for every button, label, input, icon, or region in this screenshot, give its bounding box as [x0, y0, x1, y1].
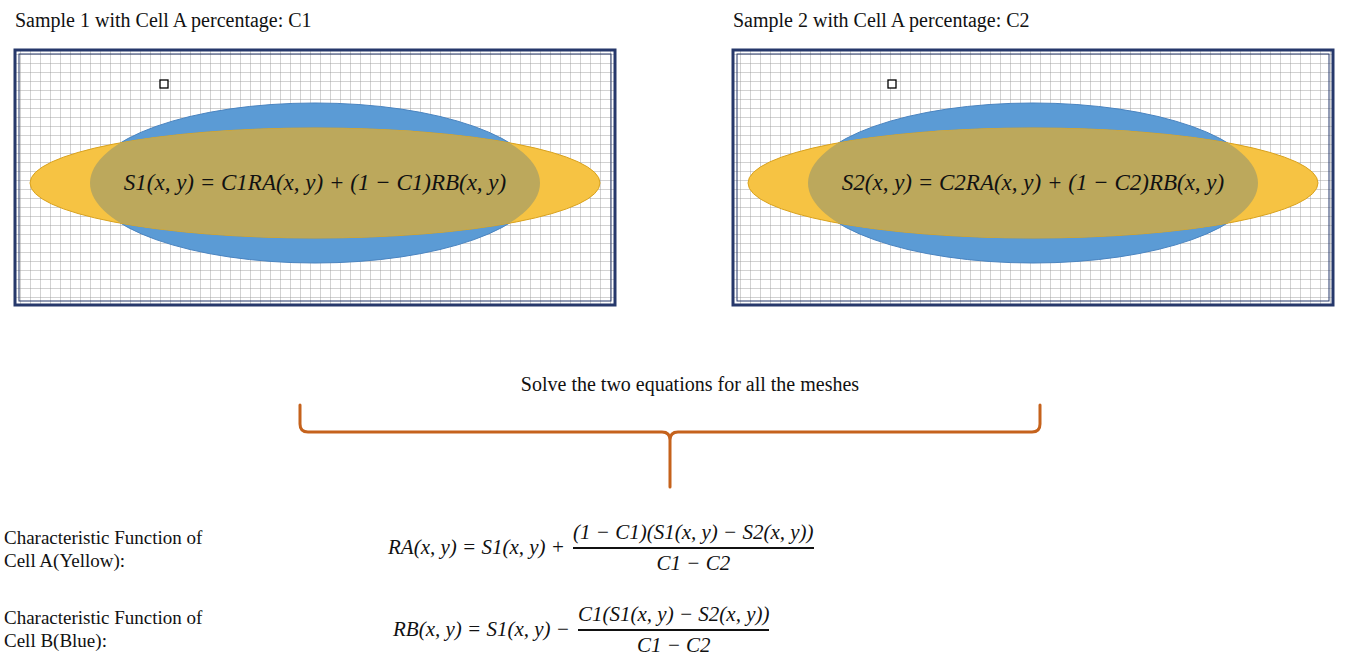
sample-title: Sample 2 with Cell A percentage: C2: [733, 8, 1030, 32]
mesh-cell: [888, 80, 896, 88]
sample-mesh: Sample 2 with Cell A percentage: C2 S2(x,…: [730, 6, 1336, 308]
mesh-frame-inner: [19, 54, 611, 301]
mesh-cell: [160, 80, 168, 88]
fraction-bar: [573, 547, 814, 549]
fraction-numerator: (1 − C1)(S1(x, y) − S2(x, y)): [573, 520, 814, 545]
result-equation: RB(x, y) = S1(x, y) −C1(S1(x, y) − S2(x,…: [393, 602, 773, 658]
cell-a-region: [748, 128, 1318, 238]
result-caption: Characteristic Function of Cell B(Blue):: [4, 607, 226, 653]
mixture-equation: S2(x, y) = C2RA(x, y) + (1 − C2)RB(x, y): [842, 169, 1224, 197]
fraction: C1(S1(x, y) − S2(x, y)) C1 − C2: [574, 602, 773, 658]
mesh-frame: [733, 50, 1333, 305]
fraction-denominator: C1 − C2: [637, 633, 711, 658]
mesh-frame-inner: [737, 54, 1329, 301]
result-equation: RA(x, y) = S1(x, y) +(1 − C1)(S1(x, y) −…: [388, 520, 818, 576]
cell-b-region: [90, 103, 540, 263]
mesh-frame: [15, 50, 615, 305]
bracket: [300, 405, 1040, 487]
overlap-region: [748, 128, 1318, 238]
sample-mesh: Sample 1 with Cell A percentage: C1 S1(x,…: [12, 6, 618, 308]
equation-lhs: RA(x, y) = S1(x, y) +: [388, 535, 565, 560]
equation-lhs: RB(x, y) = S1(x, y) −: [393, 617, 570, 642]
fraction-numerator: C1(S1(x, y) − S2(x, y)): [578, 602, 769, 627]
overlap-region: [30, 128, 600, 238]
cell-a-region: [30, 128, 600, 238]
sample-title: Sample 1 with Cell A percentage: C1: [15, 8, 312, 32]
result-caption: Characteristic Function of Cell A(Yellow…: [4, 527, 226, 573]
cell-b-region: [808, 103, 1258, 263]
step-note: Solve the two equations for all the mesh…: [521, 372, 859, 396]
fraction-denominator: C1 − C2: [656, 551, 730, 576]
mixture-equation: S1(x, y) = C1RA(x, y) + (1 − C1)RB(x, y): [124, 169, 506, 197]
fraction-bar: [578, 629, 769, 631]
fraction: (1 − C1)(S1(x, y) − S2(x, y)) C1 − C2: [569, 520, 818, 576]
